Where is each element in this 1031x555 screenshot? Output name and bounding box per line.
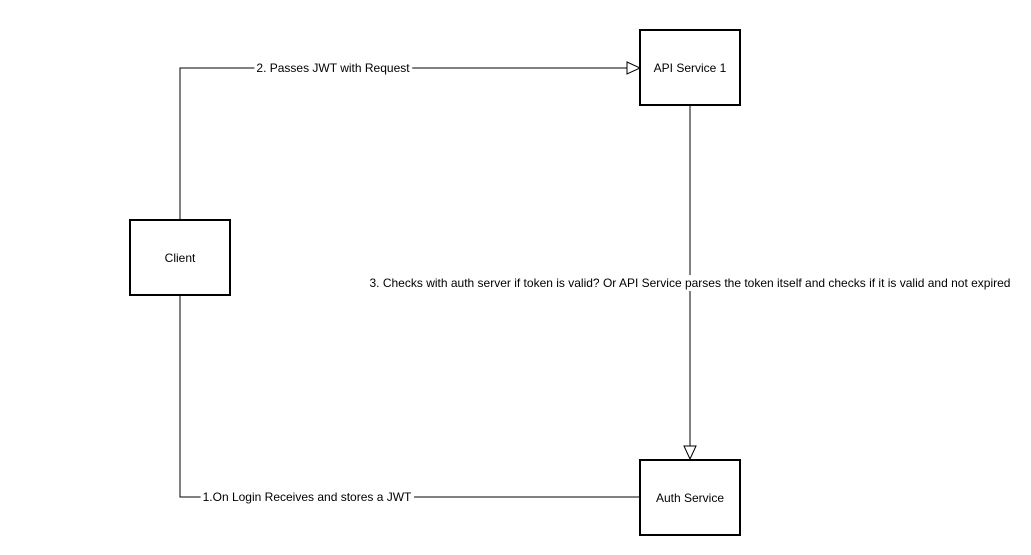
node-client-box — [129, 219, 231, 296]
edge-request-label: 2. Passes JWT with Request — [256, 61, 410, 75]
edge-login-line — [179, 296, 640, 498]
node-auth-service-box — [639, 459, 741, 536]
edge-login-label: 1.On Login Receives and stores a JWT — [203, 490, 412, 504]
edge-login-label-bg — [200, 489, 415, 505]
edge-request-line — [179, 67, 627, 219]
node-api-service-box — [639, 29, 741, 106]
edge-validate-arrowhead — [683, 445, 697, 461]
edge-request-label-bg — [254, 60, 413, 76]
node-api-service: API Service 1 — [639, 29, 741, 106]
node-auth-service-label: Auth Service — [656, 491, 724, 505]
node-client-label: Client — [165, 251, 196, 265]
node-api-service-label: API Service 1 — [654, 61, 727, 75]
node-auth-service: Auth Service — [639, 459, 741, 536]
node-client: Client — [129, 219, 231, 296]
edge-validate-label-bg — [367, 275, 1013, 291]
edge-validate-label: 3. Checks with auth server if token is v… — [370, 276, 1011, 290]
edge-request-arrowhead — [626, 61, 642, 75]
